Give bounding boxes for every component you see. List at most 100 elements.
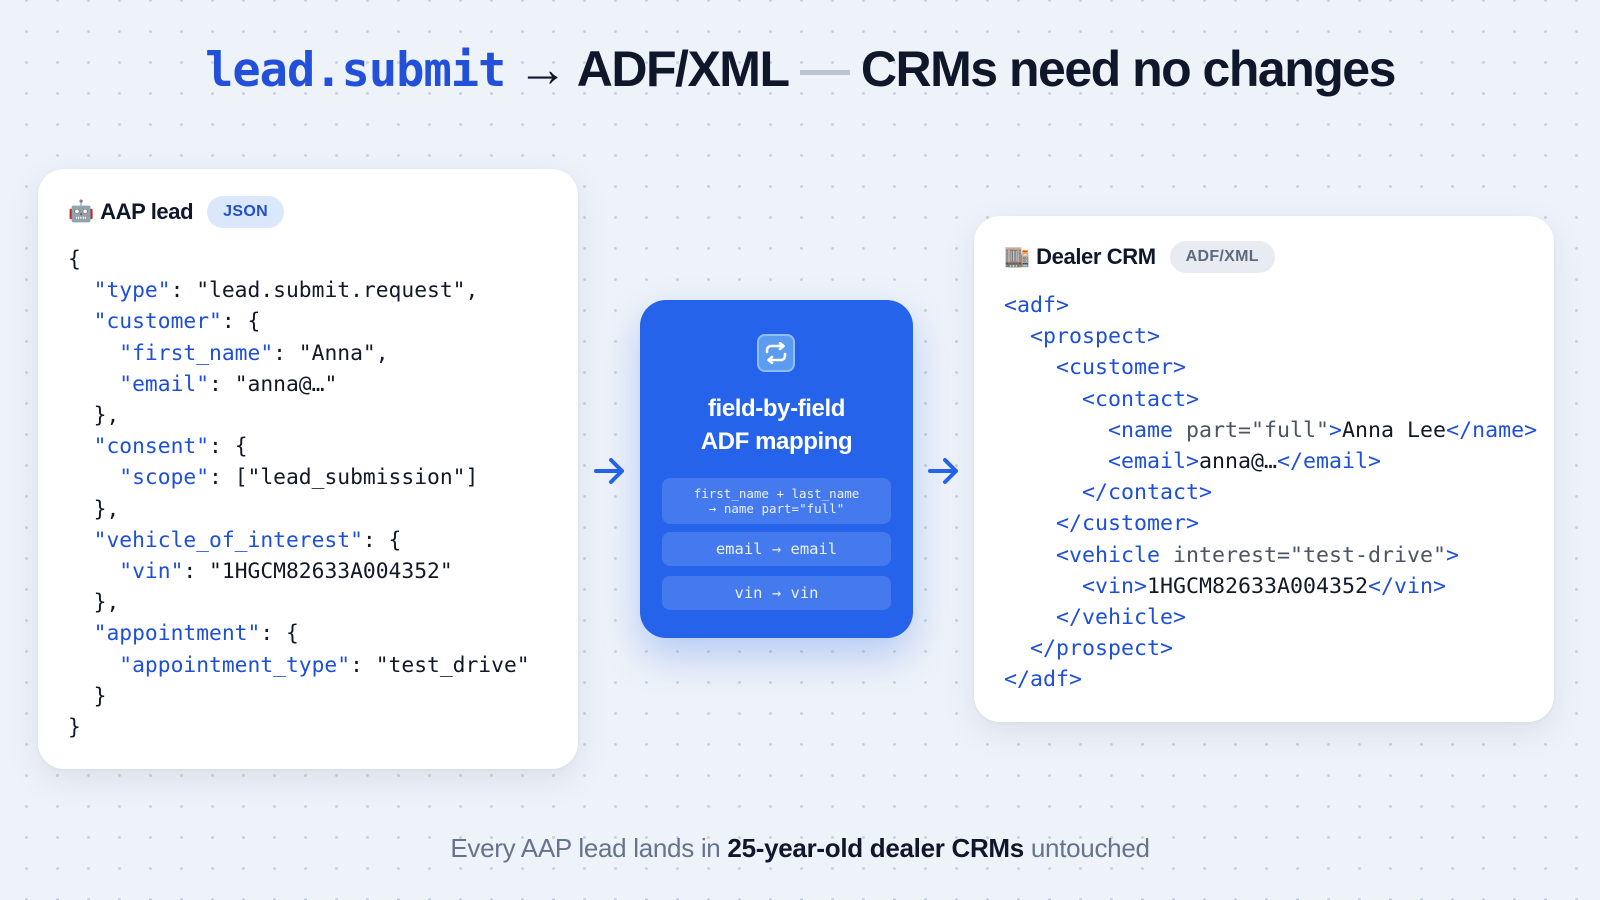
code-token: "type"	[68, 278, 171, 304]
code-line: },	[68, 587, 530, 618]
footnote-suffix: untouched	[1030, 833, 1150, 863]
code-line: <customer>	[1004, 352, 1537, 383]
code-token: part="full"	[1173, 417, 1330, 443]
code-token: <adf>	[1004, 293, 1070, 318]
code-token: </vehicle>	[1004, 605, 1187, 631]
code-token: : "anna@…"	[209, 371, 338, 397]
page-title: lead.submit → ADF/XML — CRMs need no cha…	[0, 40, 1600, 98]
code-token: </name>	[1446, 417, 1538, 443]
title-rest: CRMs need no changes	[860, 41, 1397, 97]
code-token: },	[68, 590, 120, 616]
code-token: "vin"	[68, 559, 184, 585]
robot-icon: 🤖	[68, 200, 95, 223]
code-token: : {	[260, 621, 299, 647]
code-line: {	[68, 244, 530, 275]
code-token: </prospect>	[1004, 636, 1174, 662]
code-token: <prospect>	[1004, 324, 1161, 350]
mapping-title: field-by-field ADF mapping	[640, 392, 913, 458]
mapping-title-line1: field-by-field	[707, 395, 846, 422]
mapping-card: field-by-field ADF mapping first_name + …	[640, 300, 913, 638]
code-token: "appointment"	[68, 621, 261, 647]
code-token: "consent"	[68, 434, 210, 460]
code-line: "vin": "1HGCM82633A004352"	[68, 556, 530, 587]
code-line: "appointment_type": "test_drive"	[68, 650, 530, 681]
mapping-rule-line: → name part="full"	[708, 501, 845, 516]
arrow-right-icon	[927, 456, 961, 486]
code-token: anna@…	[1199, 449, 1278, 475]
code-token: : {	[209, 434, 248, 460]
target-card-header: 🏬 Dealer CRM ADF/XML	[1004, 241, 1275, 273]
code-token: }	[68, 715, 81, 741]
code-line: <vin>1HGCM82633A004352</vin>	[1004, 571, 1537, 602]
json-code-block: { "type": "lead.submit.request", "custom…	[68, 244, 530, 743]
arrow-right-icon	[593, 456, 627, 486]
code-line: <vehicle interest="test-drive">	[1004, 540, 1537, 571]
mapping-rule-line: first_name + last_name	[693, 486, 860, 501]
code-token: },	[68, 496, 120, 522]
code-line: "customer": {	[68, 306, 530, 337]
source-card-title: AAP lead	[100, 199, 194, 224]
code-token: </adf>	[1004, 667, 1083, 693]
code-token: <vehicle	[1004, 542, 1161, 568]
code-token: }	[68, 683, 107, 709]
code-line: "type": "lead.submit.request",	[68, 275, 530, 306]
code-token: : {	[362, 527, 402, 553]
code-token: <email>	[1004, 449, 1200, 475]
code-line: <adf>	[1004, 290, 1537, 321]
code-token: },	[68, 403, 120, 429]
mapping-rule-name: first_name + last_name → name part="full…	[662, 478, 891, 524]
code-line: "appointment": {	[68, 618, 530, 649]
code-token: </email>	[1277, 449, 1382, 475]
mapping-title-line2: ADF mapping	[700, 428, 853, 455]
code-token: </vin>	[1368, 573, 1447, 599]
code-token: </customer>	[1004, 511, 1200, 537]
code-line: "consent": {	[68, 431, 530, 462]
code-line: </prospect>	[1004, 633, 1537, 664]
code-token: interest="test-drive"	[1160, 542, 1447, 568]
mapping-rule-email: email → email	[662, 532, 891, 566]
code-token: "first_name"	[68, 340, 274, 366]
code-line: </vehicle>	[1004, 602, 1537, 633]
code-line: "scope": ["lead_submission"]	[68, 462, 530, 493]
code-token: <name	[1004, 417, 1174, 443]
code-token: <customer>	[1004, 355, 1187, 381]
code-token: >	[1446, 542, 1460, 568]
code-line: <contact>	[1004, 384, 1537, 415]
code-line: },	[68, 494, 530, 525]
code-line: "email": "anna@…"	[68, 369, 530, 400]
code-token: >	[1329, 417, 1343, 443]
code-token: {	[68, 247, 81, 272]
code-line: </customer>	[1004, 508, 1537, 539]
code-token: "scope"	[68, 465, 210, 491]
building-icon: 🏬	[1004, 245, 1031, 268]
code-token: : "lead.submit.request",	[170, 278, 479, 304]
code-line: }	[68, 712, 530, 743]
footnote-prefix: Every AAP lead lands in	[450, 833, 721, 863]
code-line: },	[68, 400, 530, 431]
mapping-rule-vin: vin → vin	[662, 576, 891, 610]
code-token: : "Anna",	[273, 340, 389, 366]
code-line: </adf>	[1004, 664, 1537, 695]
target-card-title: Dealer CRM	[1036, 244, 1156, 269]
footnote-emphasis: 25-year-old dealer CRMs	[727, 833, 1024, 863]
code-token: "appointment_type"	[68, 652, 351, 678]
code-token: 1HGCM82633A004352	[1147, 573, 1369, 599]
code-token: : "1HGCM82633A004352"	[183, 559, 453, 585]
source-card-header: 🤖 AAP lead JSON	[68, 196, 284, 228]
code-token: <vin>	[1004, 573, 1148, 599]
footnote: Every AAP lead lands in 25-year-old deal…	[0, 833, 1600, 864]
code-line: }	[68, 681, 530, 712]
code-token: "email"	[68, 371, 210, 397]
title-dash: —	[800, 41, 850, 97]
code-line: <prospect>	[1004, 321, 1537, 352]
code-token: : {	[221, 309, 261, 335]
code-line: </contact>	[1004, 477, 1537, 508]
json-badge: JSON	[207, 196, 284, 228]
code-token: : "test_drive"	[350, 652, 530, 678]
xml-badge: ADF/XML	[1169, 241, 1275, 273]
xml-code-block: <adf> <prospect> <customer> <contact> <n…	[1004, 290, 1537, 696]
code-token: </contact>	[1004, 480, 1213, 506]
code-token: Anna Lee	[1342, 417, 1447, 443]
repeat-arrows-icon	[757, 334, 795, 372]
target-card: 🏬 Dealer CRM ADF/XML <adf> <prospect> <c…	[974, 216, 1554, 722]
